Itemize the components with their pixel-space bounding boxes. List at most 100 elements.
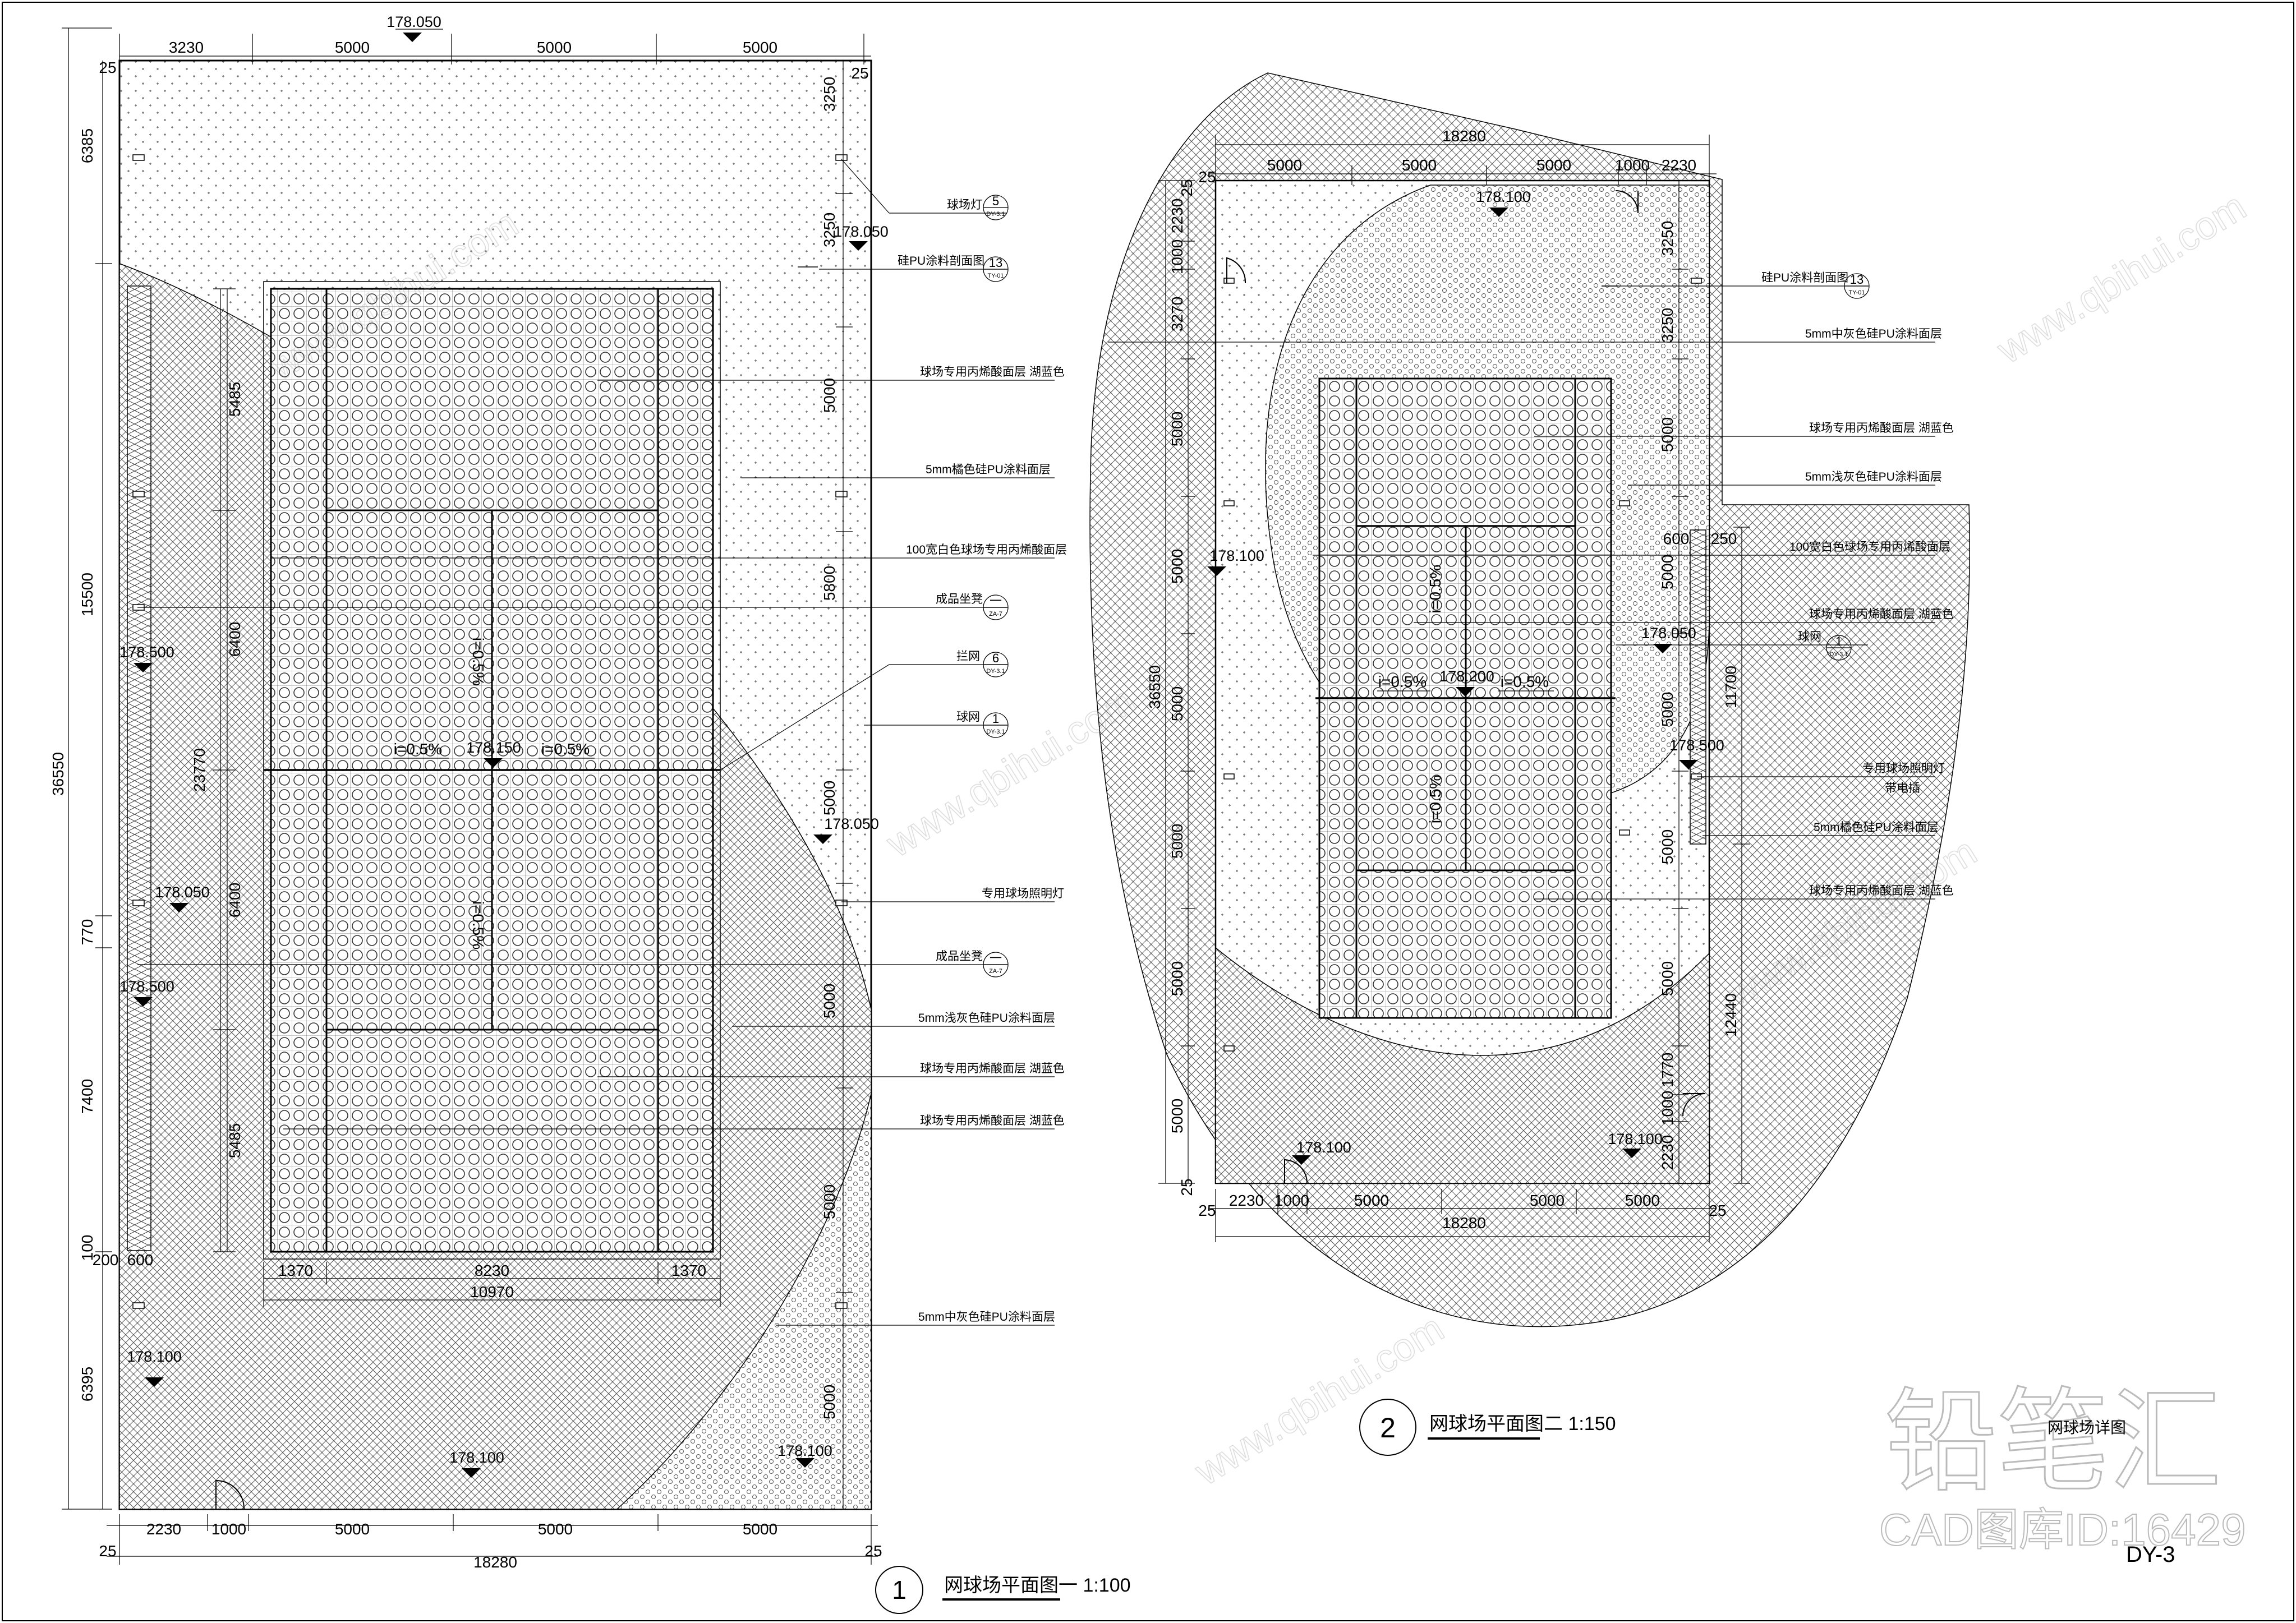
plan1-total-width: 18280	[473, 1553, 517, 1571]
plan2-edge: 25	[1178, 179, 1195, 196]
plan2-elevation: 178.050	[1641, 625, 1696, 642]
plan2-top-dim: 2230	[1662, 156, 1696, 174]
elevation-marker	[1679, 760, 1698, 769]
elevation-marker	[1207, 566, 1226, 576]
plan2-right-dim: 5000	[1659, 829, 1676, 864]
plan2-title-number: 2	[1380, 1412, 1396, 1444]
plan1-elevation: 178.150	[466, 739, 521, 756]
plan1-left-dim: 200	[93, 1251, 119, 1269]
plan2-right-dim: 2230	[1659, 1135, 1676, 1170]
plan1-court-dim: 8230	[475, 1262, 509, 1279]
callout-num: 6	[992, 651, 999, 665]
plan1-right-dim: 5000	[821, 378, 838, 413]
plan1-inner-dim: 5485	[226, 1123, 243, 1158]
plan2-edge: 25	[1709, 1202, 1726, 1219]
callout-ref: TY-01	[1849, 289, 1865, 296]
sheet-watermark-brand: 铅笔汇	[1885, 1380, 2221, 1505]
sheet-title-small: 网球场详图	[2047, 1419, 2126, 1436]
callout-ref: TY-01	[988, 273, 1004, 279]
callout-label: 5mm橘色硅PU涂料面层	[926, 463, 1051, 476]
plan2-gate	[1226, 257, 1246, 284]
plan1-right-dim: 3250	[821, 213, 838, 247]
slope-label: i=0.5%	[1427, 775, 1444, 823]
callout-num: 1	[1835, 634, 1842, 648]
plan2-left-total: 36550	[1146, 665, 1163, 709]
elevation-marker	[1622, 1149, 1641, 1158]
slope-label: i=0.5%	[1427, 565, 1444, 613]
callout-label: 硅PU涂料剖面图	[1761, 271, 1848, 284]
plan2-bottom-dim: 5000	[1625, 1192, 1660, 1209]
elevation-marker	[1292, 1155, 1311, 1165]
callout-label: 带电插	[1885, 782, 1920, 795]
plan1-right-dim: 5000	[821, 1385, 838, 1419]
plan1-elevation: 178.050	[834, 223, 889, 240]
callout-label: 专用球场照明灯	[1862, 762, 1945, 775]
callout-label: 5mm中灰色硅PU涂料面层	[1805, 328, 1942, 340]
elevation-marker	[134, 997, 153, 1007]
callout-label: 硅PU涂料剖面图	[898, 255, 984, 268]
plan1-top-elevation: 178.050	[386, 13, 441, 30]
plan2-left-dim: 3270	[1168, 297, 1186, 331]
plan1-callouts: 球场灯 5 DY-3.1 硅PU涂料剖面图 13 TY-01 球场专用丙烯酸面层…	[137, 159, 1067, 1326]
callout-num: 13	[989, 256, 1002, 270]
plan2-left-dim: 5000	[1168, 412, 1186, 446]
plan2-cross-zone	[1215, 947, 1710, 1184]
elevation-marker	[1489, 208, 1508, 217]
callout-ref: DY-3.1	[986, 728, 1005, 735]
elevation-marker	[1653, 644, 1672, 653]
plan2-title: 网球场平面图二 1:150	[1429, 1413, 1616, 1435]
elevation-marker	[795, 1458, 815, 1468]
callout-label: 球场专用丙烯酸面层 湖蓝色	[920, 1062, 1065, 1075]
plan1-left-total: 36550	[49, 752, 67, 796]
plan1-right-dim: 5000	[821, 1184, 838, 1219]
plan1-bench-strip	[127, 285, 151, 1251]
plan1-elevation: 178.100	[777, 1442, 832, 1459]
plan1-title: 网球场平面图一 1:100	[944, 1575, 1131, 1596]
plan2-bottom-dimensions: 2230 1000 5000 5000 5000 18280 25 25 25	[1178, 1178, 1727, 1242]
elevation-marker	[849, 241, 868, 251]
plan2-right-dim: 1000	[1659, 1091, 1676, 1126]
plan2-elevation: 178.100	[1608, 1131, 1663, 1147]
plan2-left-dim: 5000	[1168, 824, 1186, 859]
slope-label: i=0.5%	[1501, 673, 1549, 690]
plan1-elevation: 178.100	[449, 1449, 504, 1466]
plan2-elevation: 178.100	[1476, 188, 1531, 205]
callout-num: 一	[990, 951, 1002, 965]
plan2-bottom-total: 18280	[1442, 1214, 1486, 1232]
callout-label: 5mm中灰色硅PU涂料面层	[918, 1311, 1055, 1324]
plan1-right-dimensions: 3250 3250 5000 5800 5000 5000 5000 5000	[821, 60, 853, 1509]
slope-label: i=0.5%	[541, 740, 590, 758]
callout-label: 球场专用丙烯酸面层 湖蓝色	[920, 366, 1065, 379]
callout-num: 13	[1850, 273, 1864, 287]
plan2-elevation: 178.200	[1439, 668, 1494, 685]
watermark-url: www.qbihui.com	[878, 678, 1143, 866]
callout-ref: ZA-7	[989, 968, 1002, 975]
plan2-elevations: 178.100 178.100 178.050 178.200 178.500 …	[1207, 188, 1724, 1165]
plan1-bottom-dim: 5000	[538, 1520, 573, 1538]
plan1-court-dim: 1370	[278, 1262, 313, 1279]
plan2-callouts: 硅PU涂料剖面图 13 TY-01 5mm中灰色硅PU涂料面层 球场专用丙烯酸面…	[1108, 271, 1954, 900]
plan2-slopes: i=0.5% i=0.5% i=0.5% i=0.5%	[1377, 565, 1554, 823]
elevation-marker	[169, 903, 188, 912]
plan2-right-dim: 3250	[1659, 308, 1676, 343]
plan1-left-dimensions: 36550 6385 15500 770 7400 100 200 6395 6…	[49, 27, 243, 1510]
plan1-title-block: 1 网球场平面图一 1:100	[875, 1566, 1131, 1614]
plan1-right-dim: 3250	[821, 77, 838, 112]
callout-label: 球场专用丙烯酸面层 湖蓝色	[1809, 422, 1954, 435]
plan2-left-dim: 1000	[1168, 239, 1186, 274]
plan-2: 18280 5000 5000 5000 1000 2230 25 25 223…	[1089, 72, 1970, 1456]
plan1-elevation: 178.500	[119, 978, 174, 995]
slope-label: i=0.5%	[470, 638, 487, 686]
plan1-right-dim: 5000	[821, 984, 838, 1018]
plan1-bottom-dim: 1000	[211, 1520, 246, 1538]
slope-label: i=0.5%	[1378, 673, 1427, 690]
plan1-court-dimensions: 1370 8230 1370 10970	[263, 1262, 721, 1307]
plan1-slopes: i=0.5% i=0.5% i=0.5% i=0.5%	[393, 638, 595, 949]
callout-label: 100宽白色球场专用丙烯酸面层	[1789, 541, 1950, 554]
plan1-gate	[215, 1479, 245, 1510]
plan1-elevation: 178.050	[824, 815, 879, 832]
plan2-bottom-dim: 5000	[1354, 1192, 1389, 1209]
plan1-title-number: 1	[892, 1575, 907, 1604]
plan1-top-dim: 5000	[743, 39, 777, 56]
